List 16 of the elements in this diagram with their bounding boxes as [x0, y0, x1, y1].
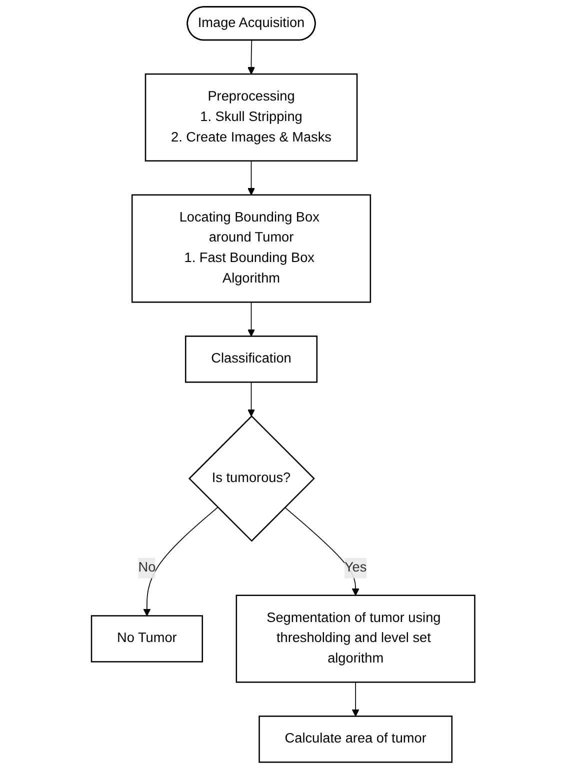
- arrow: [247, 302, 255, 337]
- node-box: Preprocessing 1. Skull Stripping 2. Create Images & Masks: [144, 73, 358, 162]
- node-box: Classification: [184, 336, 318, 383]
- edge-label: No: [138, 560, 156, 575]
- arrow: [247, 382, 255, 417]
- arrow: [352, 682, 360, 717]
- arrow: [143, 506, 218, 616]
- node-box: Locating Bounding Box around Tumor 1. Fast Bounding Box Algorithm: [131, 194, 371, 303]
- arrow: [247, 40, 255, 74]
- arrow: [284, 506, 360, 596]
- arrow: [247, 160, 255, 196]
- node-diamond: Is tumorous?: [188, 415, 315, 542]
- node-box: Segmentation of tumor using thresholding and level set algorithm: [236, 594, 476, 683]
- node-box: Calculate area of tumor: [258, 716, 452, 763]
- node-box: No Tumor: [90, 615, 203, 662]
- edge-label: Yes: [344, 560, 367, 575]
